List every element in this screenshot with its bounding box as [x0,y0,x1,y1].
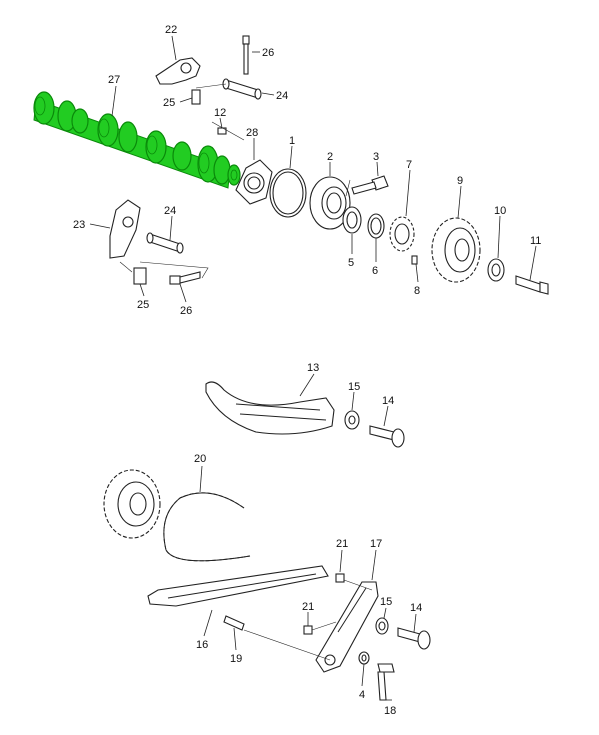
label-part-4-upper: 4 [325,167,331,179]
washer-part-15-lower[interactable] [375,617,389,635]
label-part-28: 28 [246,127,258,139]
bolt-part-18[interactable] [377,663,395,701]
label-part-6: 6 [372,265,378,277]
lifter-part-25-upper[interactable] [191,89,201,105]
label-part-25-upper: 25 [163,97,175,109]
label-part-26-lower: 26 [180,305,192,317]
label-part-19: 19 [230,653,242,665]
ring-part-6[interactable] [367,213,385,239]
label-part-12: 12 [214,107,226,119]
bolt-part-3[interactable] [351,175,389,195]
timing-chain-part-20[interactable] [163,492,251,562]
label-part-21-lower: 21 [302,601,314,613]
label-part-3: 3 [373,151,379,163]
label-part-15-upper: 15 [348,381,360,393]
key-part-8[interactable] [411,255,418,265]
label-part-18: 18 [384,705,396,717]
pin-part-19[interactable] [223,615,245,631]
label-part-7: 7 [406,159,412,171]
label-part-22: 22 [165,24,177,36]
bolt-part-26-upper[interactable] [242,35,250,75]
washer-part-4-lower[interactable] [358,651,370,665]
rocker-arm-part-22[interactable] [155,57,201,85]
sprocket-part-7[interactable] [389,216,415,252]
o-ring-part-1[interactable] [269,168,307,218]
label-part-10: 10 [494,205,506,217]
label-part-15-lower: 15 [380,596,392,608]
camshaft-part-27[interactable] [33,91,241,189]
bolt-part-14-upper[interactable] [369,425,405,448]
label-part-8: 8 [414,285,420,297]
label-part-23: 23 [73,219,85,231]
label-part-17: 17 [370,538,382,550]
label-part-11: 11 [530,235,541,247]
label-part-24-lower: 24 [164,205,176,217]
bushing-part-21-lower[interactable] [303,625,313,635]
tensioner-arm-part-17[interactable] [315,581,379,673]
sprocket-part-9[interactable] [431,217,481,283]
rocker-arm-part-23[interactable] [109,199,141,259]
bolt-part-26-lower[interactable] [169,271,201,285]
leader-lines [89,35,537,701]
label-part-4-lower: 4 [359,689,365,701]
gasket-plate-part-28[interactable] [235,159,273,205]
bolt-part-14-lower[interactable] [397,627,431,650]
washer-part-15-upper[interactable] [344,410,360,430]
part-labels: 27 22 26 24 25 12 28 1 2 3 7 9 10 11 5 6… [73,24,541,717]
bushing-part-21-upper[interactable] [335,573,345,583]
label-part-13: 13 [307,362,319,374]
assembly-guide-lines [119,83,373,661]
label-part-1: 1 [289,135,295,147]
lifter-part-25-lower[interactable] [133,267,147,285]
label-part-9: 9 [457,175,463,187]
crank-sprocket[interactable] [103,469,161,539]
label-part-14-lower: 14 [410,602,422,614]
label-part-25-lower: 25 [137,299,149,311]
tensioner-rail-part-16[interactable] [147,565,329,607]
label-part-21-upper: 21 [336,538,348,550]
washer-part-5[interactable] [342,206,362,234]
chain-guide-part-13[interactable] [205,381,335,435]
rocker-shaft-part-24-upper[interactable] [222,78,262,100]
washer-part-10[interactable] [487,258,505,282]
label-part-27: 27 [108,74,120,86]
label-part-24-upper: 24 [276,90,288,102]
label-part-16: 16 [196,639,208,651]
label-part-2: 2 [327,151,333,163]
rocker-shaft-part-24-lower[interactable] [146,232,184,254]
label-part-5: 5 [348,257,354,269]
housing-part-2[interactable] [309,176,351,230]
label-part-26-upper: 26 [262,47,274,59]
label-part-14-upper: 14 [382,395,394,407]
bolt-part-11[interactable] [515,275,549,295]
label-part-20: 20 [194,453,206,465]
